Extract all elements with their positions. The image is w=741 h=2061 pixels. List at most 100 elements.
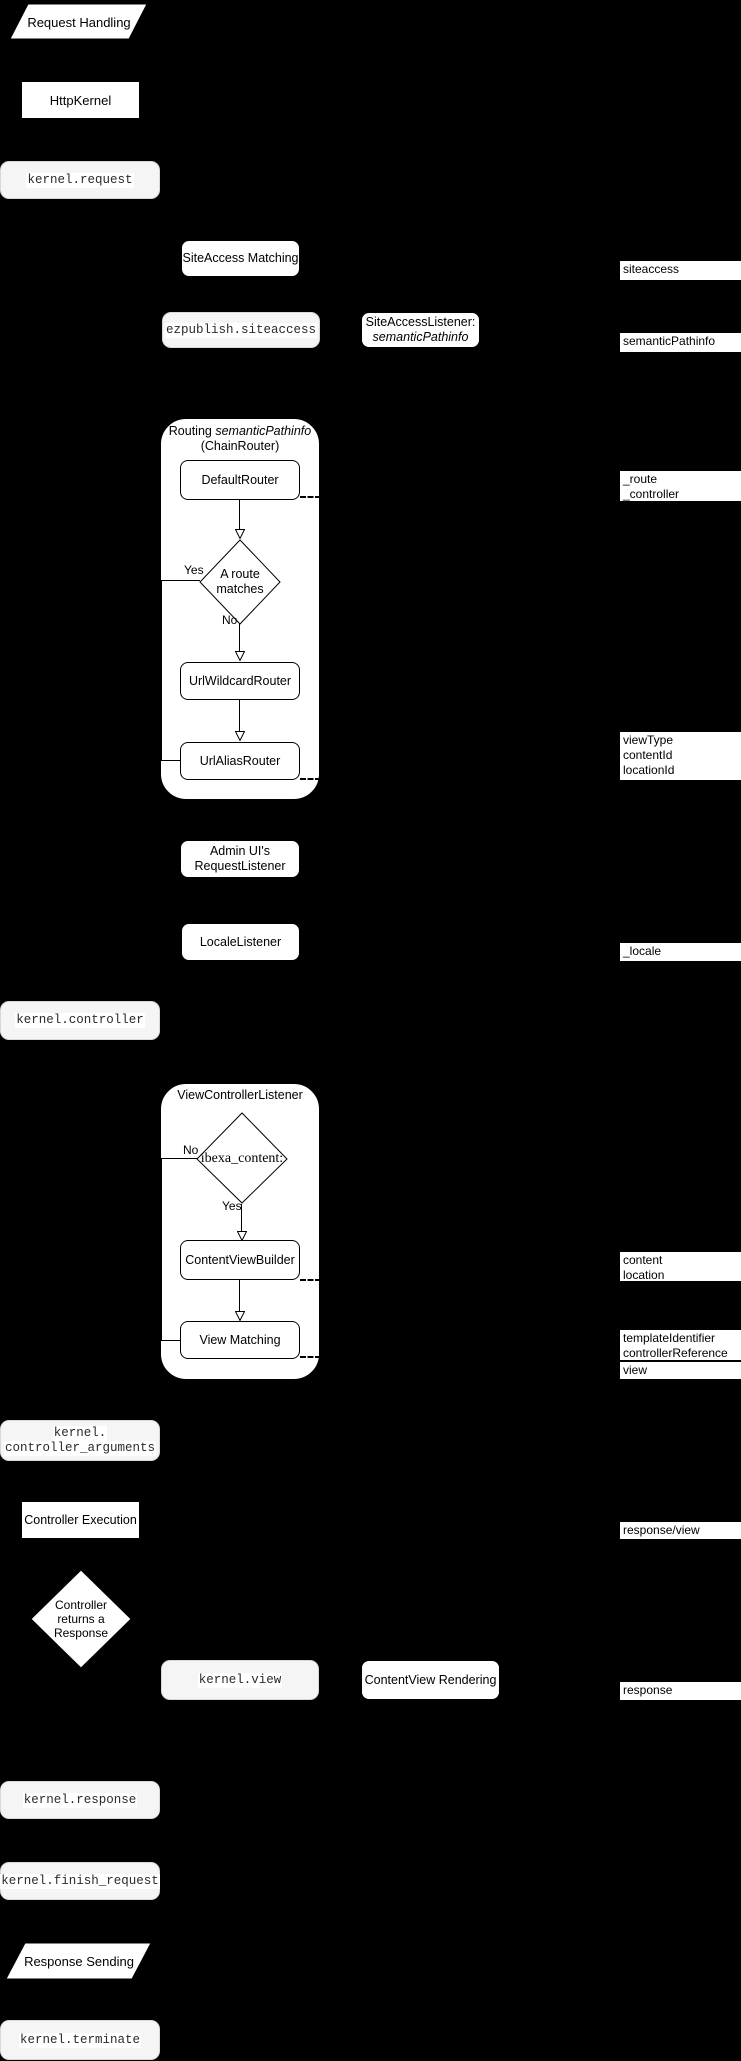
contentview-rendering-node: ContentView Rendering [361,1660,500,1700]
dashed-connector [300,778,321,780]
url-wildcard-router-node: UrlWildcardRouter [180,662,300,700]
routing-title-line1: Routing semanticPathinfo [165,424,315,439]
dashed-connector [300,1279,321,1281]
admin-request-listener-node: Admin UI's RequestListener [180,840,300,878]
siteaccess-listener-node: SiteAccessListener: semanticPathinfo [361,312,480,348]
side-label-location: location [623,1268,665,1282]
request-handling-label: Request Handling [27,14,131,30]
controller-execution-label: Controller Execution [24,1512,137,1527]
contentview-rendering-label: ContentView Rendering [364,1672,497,1687]
siteaccess-listener-line1: SiteAccessListener: [365,315,476,329]
arrowhead-icon [235,651,245,661]
default-router-label: DefaultRouter [201,472,279,487]
view-controller-listener-title: ViewControllerListener [177,1088,303,1102]
no-branch-line [161,1340,180,1341]
controller-execution-node: Controller Execution [21,1501,140,1539]
ezpublish-siteaccess-event: ezpublish.siteaccess [162,312,320,348]
side-label-response-view-line: response/view [623,1523,700,1537]
kernel-finish-request-label: kernel.finish_request [0,1873,160,1889]
connector-line [239,500,240,530]
kernel-request-label: kernel.request [26,172,134,188]
side-label-controllerreference: controllerReference [623,1346,728,1360]
siteaccess-matching-label: SiteAccess Matching [182,251,299,265]
side-label-content-location: content location [620,1252,741,1282]
side-label-view: view [620,1362,741,1379]
side-label-semantic-pathinfo-line: semanticPathinfo [623,334,716,348]
side-label-controller: _controller [623,487,680,501]
kernel-view-event: kernel.view [161,1660,319,1700]
side-label-view-line: view [623,1363,648,1377]
routing-group-title: Routing semanticPathinfo (ChainRouter) [165,424,315,454]
locale-listener-label: LocaleListener [199,934,282,949]
dashed-connector [300,496,321,498]
kernel-request-event: kernel.request [0,161,160,199]
kernel-controller-event: kernel.controller [0,1001,160,1040]
route-matches-line1: A route [220,567,260,581]
http-kernel-label: HttpKernel [49,92,112,108]
side-label-locationid: locationId [623,763,675,777]
side-label-semantic-pathinfo: semanticPathinfo [620,333,741,352]
connector-line [241,1204,242,1232]
controller-returns-line3: Response [53,1626,109,1640]
side-label-route: _route [623,472,658,486]
connector-line [239,624,240,652]
yes-branch-line [161,580,200,581]
route-matches-text: A route matches [199,539,281,625]
kernel-response-event: kernel.response [0,1781,160,1819]
connector-line [239,700,240,732]
admin-request-listener-line1: Admin UI's [209,844,271,858]
route-matches-yes-label: Yes [184,563,204,577]
side-label-siteaccess-line: siteaccess [623,262,680,276]
arrowhead-icon [235,1311,245,1321]
controller-returns-text: Controller returns a Response [30,1569,132,1669]
side-label-locale: _locale [620,943,741,961]
side-label-response: response [620,1682,741,1700]
kernel-controller-arguments-event: kernel. controller_arguments [0,1420,160,1461]
response-sending-shape [5,1942,152,1980]
url-alias-router-node: UrlAliasRouter [180,742,300,780]
ibexa-content-text: ibexa_content: [200,1150,284,1166]
side-label-siteaccess: siteaccess [620,261,741,280]
kernel-terminate-event: kernel.terminate [0,2020,160,2060]
view-matching-node: View Matching [180,1321,300,1359]
kernel-terminate-label: kernel.terminate [18,2032,142,2048]
ibexa-content-diamond [196,1112,288,1204]
side-label-viewtype: viewType [623,733,674,747]
connector-line [239,1280,240,1312]
siteaccess-listener-line2: semanticPathinfo [372,330,469,344]
controller-returns-line2: returns a [57,1612,105,1626]
side-label-locale-line: _locale [623,944,662,958]
ibexa-content-yes-label: Yes [222,1199,242,1213]
routing-title-italic: semanticPathinfo [215,424,312,438]
routing-title-plain: Routing [168,424,216,438]
response-sending-label: Response Sending [24,1954,134,1969]
ezpublish-siteaccess-label: ezpublish.siteaccess [164,322,318,338]
side-label-response-line: response [623,1683,673,1697]
admin-request-listener-line2: RequestListener [194,859,286,873]
kernel-controller-arguments-line2: controller_arguments [3,1440,157,1456]
side-label-contentid: contentId [623,748,673,762]
kernel-controller-label: kernel.controller [15,1013,145,1028]
no-branch-line [161,1158,162,1341]
ibexa-content-no-label: No [183,1143,199,1157]
arrowhead-icon [235,731,245,741]
side-label-templateidentifier: templateIdentifier [623,1331,716,1345]
kernel-view-label: kernel.view [197,1672,283,1688]
view-matching-label: View Matching [199,1332,281,1347]
side-label-template-identifier: templateIdentifier controllerReference [620,1330,741,1360]
arrowhead-icon [237,1231,247,1241]
kernel-controller-arguments-line1: kernel. [52,1425,108,1441]
side-label-view-type: viewType contentId locationId [620,732,741,780]
arrowhead-icon [235,529,245,539]
locale-listener-node: LocaleListener [181,923,300,961]
kernel-finish-request-event: kernel.finish_request [0,1862,160,1900]
kernel-response-label: kernel.response [22,1792,138,1808]
route-matches-diamond [199,539,281,625]
content-view-builder-label: ContentViewBuilder [185,1252,295,1267]
no-branch-line [161,1158,198,1159]
http-kernel-node: HttpKernel [21,81,140,119]
controller-returns-line1: Controller [54,1598,108,1612]
side-label-response-view: response/view [620,1522,741,1539]
yes-branch-line [161,760,180,761]
siteaccess-matching-node: SiteAccess Matching [181,240,300,277]
